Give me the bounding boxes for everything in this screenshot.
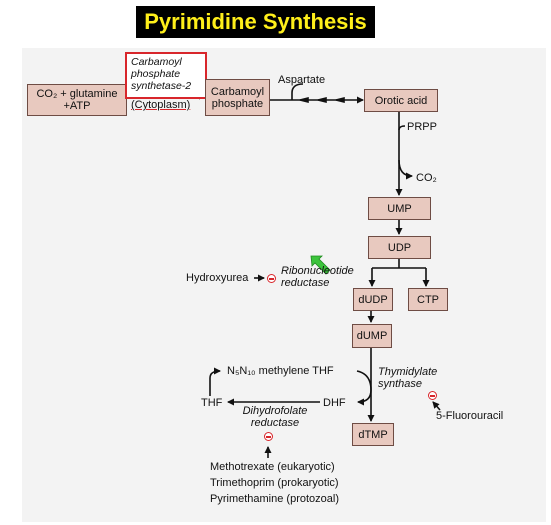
orotic-acid-box: Orotic acid [364,89,438,112]
dhf-label: DHF [323,397,346,409]
drug-methotrexate: Methotrexate (eukaryotic) [210,461,335,473]
methylene-thf-label: N₅N₁₀ methylene THF [227,365,334,377]
ump-box: UMP [368,197,431,220]
substrates-box: CO₂ + glutamine +ATP [27,84,127,116]
carbamoyl-phosphate-box: Carbamoyl phosphate [205,79,270,116]
ctp-label: CTP [417,293,439,306]
inhibitor-icon [264,432,273,441]
inhibitor-icon [428,391,437,400]
thf-label: THF [201,397,223,409]
dump-label: dUMP [356,330,388,342]
dtmp-label: dTMP [358,428,388,441]
ribonucleotide-reductase-label: Ribonucleotide reductase [281,265,354,289]
drug-trimethoprim: Trimethoprim (prokaryotic) [210,477,339,489]
cps2-enzyme-label: Carbamoyl phosphate synthetase-2 [131,56,192,92]
co2-label: CO₂ [416,172,437,184]
page-title: Pyrimidine Synthesis [136,6,375,38]
hydroxyurea-label: Hydroxyurea [186,272,249,284]
fluorouracil-label: 5-Fluorouracil [436,410,504,422]
dtmp-box: dTMP [352,423,394,446]
ump-label: UMP [387,202,412,215]
dump-box: dUMP [352,324,392,348]
inhibitor-icon [267,274,276,283]
dudp-label: dUDP [358,293,388,306]
aspartate-label: Aspartate [278,74,326,86]
prpp-label: PRPP [407,121,437,133]
diagram-panel [22,48,546,522]
udp-box: UDP [368,236,431,259]
orotic-acid-label: Orotic acid [374,94,428,107]
udp-label: UDP [387,241,412,254]
dihydrofolate-reductase-label: Dihydrofolate reductase [242,405,308,429]
carbamoyl-phosphate-label: Carbamoyl phosphate [210,85,265,110]
dudp-box: dUDP [353,288,393,311]
drug-pyrimethamine: Pyrimethamine (protozoal) [210,493,339,505]
ctp-box: CTP [408,288,448,311]
thymidylate-synthase-label: Thymidylate synthase [378,366,438,390]
cytoplasm-label: (Cytoplasm) [131,99,191,111]
green-arrow-icon [310,255,331,275]
substrates-label: CO₂ + glutamine +ATP [36,88,118,112]
cps2-highlight-box [125,52,207,99]
